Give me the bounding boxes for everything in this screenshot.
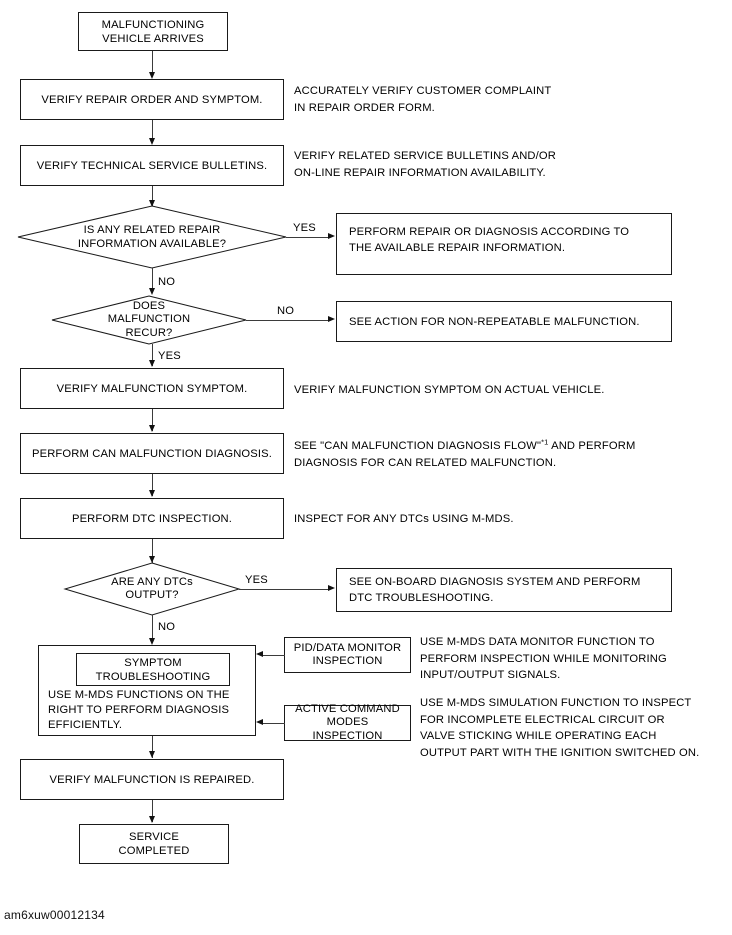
- node-non-repeatable[interactable]: SEE ACTION FOR NON-REPEATABLE MALFUNCTIO…: [336, 301, 672, 342]
- arrowhead-active-to-symptom: [256, 719, 263, 725]
- connector-repaired-to-completed: [152, 800, 153, 822]
- note-can-diagnosis: SEE "CAN MALFUNCTION DIAGNOSIS FLOW"*1 A…: [294, 438, 714, 471]
- note-dtc-inspection: INSPECT FOR ANY DTCs USING M-MDS.: [294, 513, 514, 525]
- node-pid-monitor-label: PID/DATA MONITOR INSPECTION: [293, 641, 402, 668]
- node-start-label: MALFUNCTIONING VEHICLE ARRIVES: [101, 18, 205, 45]
- node-verify-symptom[interactable]: VERIFY MALFUNCTION SYMPTOM.: [20, 368, 284, 409]
- note-can-footnote: *1: [541, 437, 549, 447]
- connector-dtc-yes: [239, 589, 329, 590]
- node-service-completed[interactable]: SERVICE COMPLETED: [79, 824, 229, 864]
- connector-active-to-symptom: [263, 723, 285, 724]
- node-start[interactable]: MALFUNCTIONING VEHICLE ARRIVES: [78, 12, 228, 51]
- connector-start-to-repair-order: [152, 51, 153, 75]
- connector-tsb-to-decision-repair-info: [152, 186, 153, 208]
- node-perform-can-label: PERFORM CAN MALFUNCTION DIAGNOSIS.: [31, 447, 273, 460]
- edge-label-dtc-no: NO: [157, 621, 177, 633]
- node-verify-tsb[interactable]: VERIFY TECHNICAL SERVICE BULLETINS.: [20, 145, 284, 186]
- arrowhead-recur-no: [328, 316, 335, 322]
- node-perform-repair-info-label: PERFORM REPAIR OR DIAGNOSIS ACCORDING TO…: [349, 226, 630, 254]
- node-active-command-label: ACTIVE COMMAND MODES INSPECTION: [295, 702, 400, 742]
- arrowhead-repair-order-to-tsb: [149, 138, 155, 145]
- node-active-command[interactable]: ACTIVE COMMAND MODES INSPECTION: [284, 702, 411, 742]
- node-pid-monitor[interactable]: PID/DATA MONITOR INSPECTION: [284, 637, 411, 673]
- node-non-repeatable-label: SEE ACTION FOR NON-REPEATABLE MALFUNCTIO…: [349, 315, 640, 328]
- node-verify-repaired[interactable]: VERIFY MALFUNCTION IS REPAIRED.: [20, 759, 284, 800]
- node-perform-dtc[interactable]: PERFORM DTC INSPECTION.: [20, 498, 284, 539]
- connector-repair-info-no: [152, 268, 153, 292]
- node-symptom-body: USE M-MDS FUNCTIONS ON THE RIGHT TO PERF…: [48, 689, 230, 731]
- arrowhead-dtc-no: [149, 638, 155, 645]
- arrowhead-start-to-repair-order: [149, 72, 155, 79]
- arrowhead-pid-to-symptom: [256, 651, 263, 657]
- node-perform-repair-info[interactable]: PERFORM REPAIR OR DIAGNOSIS ACCORDING TO…: [336, 213, 672, 275]
- note-can-suffix: AND PERFORM: [548, 440, 636, 452]
- note-repair-order: ACCURATELY VERIFY CUSTOMER COMPLAINT IN …: [294, 85, 552, 114]
- node-perform-can[interactable]: PERFORM CAN MALFUNCTION DIAGNOSIS.: [20, 433, 284, 474]
- connector-dtc-to-decision-dtc: [152, 539, 153, 563]
- edge-label-recur-no: NO: [276, 305, 296, 317]
- connector-repair-info-yes: [286, 237, 329, 238]
- note-tsb: VERIFY RELATED SERVICE BULLETINS AND/OR …: [294, 150, 556, 179]
- arrowhead-dtc-yes: [328, 585, 335, 591]
- node-decision-recur[interactable]: DOES MALFUNCTION RECUR?: [51, 295, 247, 345]
- node-onboard-diag-label: SEE ON-BOARD DIAGNOSIS SYSTEM AND PERFOR…: [349, 576, 641, 604]
- arrowhead-symptom-to-repaired: [149, 751, 155, 758]
- connector-pid-to-symptom: [263, 655, 285, 656]
- connector-can-to-dtc: [152, 474, 153, 496]
- node-symptom-troubleshooting-label: SYMPTOM TROUBLESHOOTING: [95, 656, 211, 683]
- note-can-line2: DIAGNOSIS FOR CAN RELATED MALFUNCTION.: [294, 456, 557, 469]
- node-symptom-troubleshooting[interactable]: SYMPTOM TROUBLESHOOTING: [76, 653, 230, 686]
- note-pid-monitor: USE M-MDS DATA MONITOR FUNCTION TO PERFO…: [420, 636, 667, 681]
- node-decision-repair-info[interactable]: IS ANY RELATED REPAIR INFORMATION AVAILA…: [17, 205, 287, 269]
- node-service-completed-label: SERVICE COMPLETED: [118, 831, 190, 857]
- arrowhead-tsb-to-decision-repair-info: [149, 200, 155, 207]
- arrowhead-recur-yes: [149, 360, 155, 367]
- node-verify-repaired-label: VERIFY MALFUNCTION IS REPAIRED.: [49, 773, 255, 786]
- node-decision-dtc[interactable]: ARE ANY DTCs OUTPUT?: [63, 562, 241, 616]
- note-active-command: USE M-MDS SIMULATION FUNCTION TO INSPECT…: [420, 697, 700, 759]
- connector-symptom-to-can: [152, 409, 153, 431]
- note-can-line1: SEE "CAN MALFUNCTION DIAGNOSIS FLOW"*1 A…: [294, 437, 636, 452]
- node-perform-dtc-label: PERFORM DTC INSPECTION.: [71, 512, 233, 525]
- connector-recur-yes: [152, 344, 153, 366]
- edge-label-recur-yes: YES: [157, 350, 182, 362]
- edge-label-dtc-yes: YES: [244, 574, 269, 586]
- figure-id-label: am6xuw00012134: [4, 908, 105, 922]
- connector-symptom-to-repaired: [152, 736, 153, 758]
- note-verify-symptom: VERIFY MALFUNCTION SYMPTOM ON ACTUAL VEH…: [294, 384, 605, 396]
- connector-dtc-no: [152, 615, 153, 641]
- node-onboard-diag[interactable]: SEE ON-BOARD DIAGNOSIS SYSTEM AND PERFOR…: [336, 568, 672, 612]
- note-can-prefix: SEE "CAN MALFUNCTION DIAGNOSIS FLOW": [294, 440, 542, 452]
- arrowhead-dtc-to-decision-dtc: [149, 556, 155, 563]
- arrowhead-repaired-to-completed: [149, 816, 155, 823]
- edge-label-repair-info-no: NO: [157, 276, 177, 288]
- connector-repair-order-to-tsb: [152, 120, 153, 142]
- arrowhead-symptom-to-can: [149, 425, 155, 432]
- node-verify-repair-order[interactable]: VERIFY REPAIR ORDER AND SYMPTOM.: [20, 79, 284, 120]
- node-verify-symptom-label: VERIFY MALFUNCTION SYMPTOM.: [56, 382, 248, 395]
- arrowhead-repair-info-yes: [328, 233, 335, 239]
- edge-label-repair-info-yes: YES: [292, 222, 317, 234]
- arrowhead-can-to-dtc: [149, 490, 155, 497]
- node-verify-repair-order-label: VERIFY REPAIR ORDER AND SYMPTOM.: [41, 93, 263, 106]
- arrowhead-repair-info-no: [149, 288, 155, 295]
- connector-recur-no: [246, 320, 329, 321]
- node-verify-tsb-label: VERIFY TECHNICAL SERVICE BULLETINS.: [36, 159, 268, 172]
